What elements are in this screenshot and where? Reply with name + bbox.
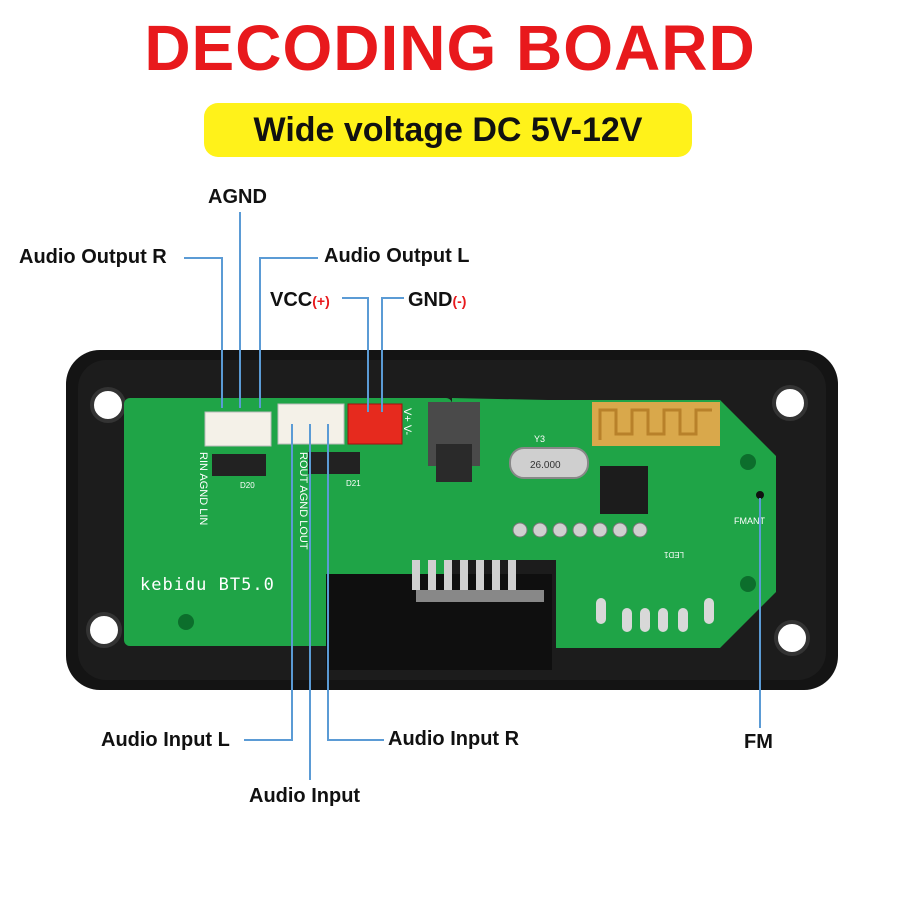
label-fm: FM <box>744 731 773 753</box>
silk-crystal: 26.000 <box>530 460 561 471</box>
silk-power: V+ V- <box>401 408 413 436</box>
silk-d21: D21 <box>346 479 361 488</box>
pcb-hole-3 <box>740 576 756 592</box>
silk-d20: D20 <box>240 481 255 490</box>
sd-socket <box>412 560 544 602</box>
main-title: DECODING BOARD <box>144 12 756 84</box>
output-connector <box>204 411 272 447</box>
diode-d20 <box>212 454 266 476</box>
label-vcc: VCC(+) <box>270 288 330 313</box>
screw-hole-bl <box>86 612 122 648</box>
voltage-highlight-box <box>204 103 692 157</box>
header-pins <box>512 522 648 538</box>
line-audio-output-r <box>184 257 223 408</box>
power-connector <box>347 403 403 445</box>
vcc-sign: (+) <box>312 293 330 309</box>
fm-pad <box>756 491 764 499</box>
line-gnd <box>381 297 404 412</box>
bt-chip <box>600 466 648 514</box>
label-audio-output-r: Audio Output R <box>19 246 167 268</box>
regulator-body <box>436 444 472 482</box>
gnd-sign: (-) <box>452 293 467 309</box>
silk-pins-out: RIN AGND LIN <box>197 452 209 525</box>
label-audio-output-l: Audio Output L <box>324 245 470 267</box>
antenna-trace <box>598 408 712 440</box>
line-vcc <box>342 297 369 412</box>
silk-pins-in: ROUT AGND LOUT <box>297 452 309 550</box>
sd-slot <box>326 574 552 670</box>
screw-hole-br <box>774 620 810 656</box>
voltage-subtitle: Wide voltage DC 5V-12V <box>253 111 643 149</box>
label-audio-input: Audio Input <box>249 785 361 807</box>
line-audio-output-l <box>259 257 318 408</box>
label-audio-input-l: Audio Input L <box>101 729 230 751</box>
label-agnd: AGND <box>208 186 267 208</box>
callout-lines <box>184 212 761 780</box>
gnd-text: GND <box>408 289 453 311</box>
label-audio-input-r: Audio Input R <box>388 728 520 750</box>
silk-brand: kebidu BT5.0 <box>140 575 275 595</box>
screw-hole-tr <box>772 385 808 421</box>
crystal-y3 <box>509 447 589 479</box>
vcc-text: VCC <box>270 289 313 311</box>
line-audio-input-r <box>327 424 384 741</box>
pcb-hole-1 <box>178 614 194 630</box>
bottom-pads <box>596 598 714 632</box>
silk-led1: LED1 <box>663 550 684 559</box>
pcb-hole-2 <box>740 454 756 470</box>
silk-fmant: FMANT <box>734 516 765 526</box>
silk-y3: Y3 <box>534 434 545 444</box>
label-gnd: GND(-) <box>408 288 466 313</box>
diode-d21 <box>308 452 360 474</box>
line-audio-input-l <box>244 424 293 741</box>
screw-hole-tl <box>90 387 126 423</box>
